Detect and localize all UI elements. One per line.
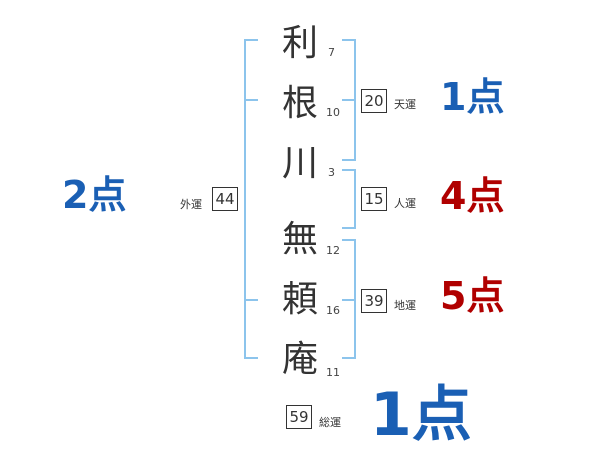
gaiun-score: 2点 (62, 173, 127, 217)
stroke-count: 7 (328, 46, 335, 59)
jinun-label: 人運 (394, 197, 416, 210)
name-char: 庵 (281, 339, 318, 380)
outer-bracket (244, 39, 258, 359)
stroke-count: 16 (326, 304, 340, 317)
chiun-score: 5点 (440, 274, 505, 318)
stroke-count: 11 (326, 366, 340, 379)
gaiun-label: 外運 (180, 198, 202, 211)
soun-score: 1点 (370, 380, 472, 450)
stroke-count: 12 (326, 244, 340, 257)
chiun-value: 39 (361, 289, 387, 313)
tenun-bracket (342, 39, 356, 161)
stroke-count: 3 (328, 166, 335, 179)
tenun-value: 20 (361, 89, 387, 113)
jinun-value: 15 (361, 187, 387, 211)
soun-label: 総運 (319, 416, 341, 429)
jinun-score: 4点 (440, 174, 505, 218)
chiun-bracket (342, 239, 356, 359)
jinun-bracket (342, 169, 356, 229)
name-char: 無 (281, 219, 318, 260)
tenun-label: 天運 (394, 98, 416, 111)
stroke-count: 10 (326, 106, 340, 119)
chiun-label: 地運 (394, 299, 416, 312)
name-char: 川 (281, 143, 318, 184)
tenun-score: 1点 (440, 75, 505, 119)
name-char: 根 (281, 83, 318, 124)
name-char: 頼 (281, 279, 318, 320)
soun-value: 59 (286, 405, 312, 429)
gaiun-value: 44 (212, 187, 238, 211)
name-char: 利 (281, 23, 318, 64)
